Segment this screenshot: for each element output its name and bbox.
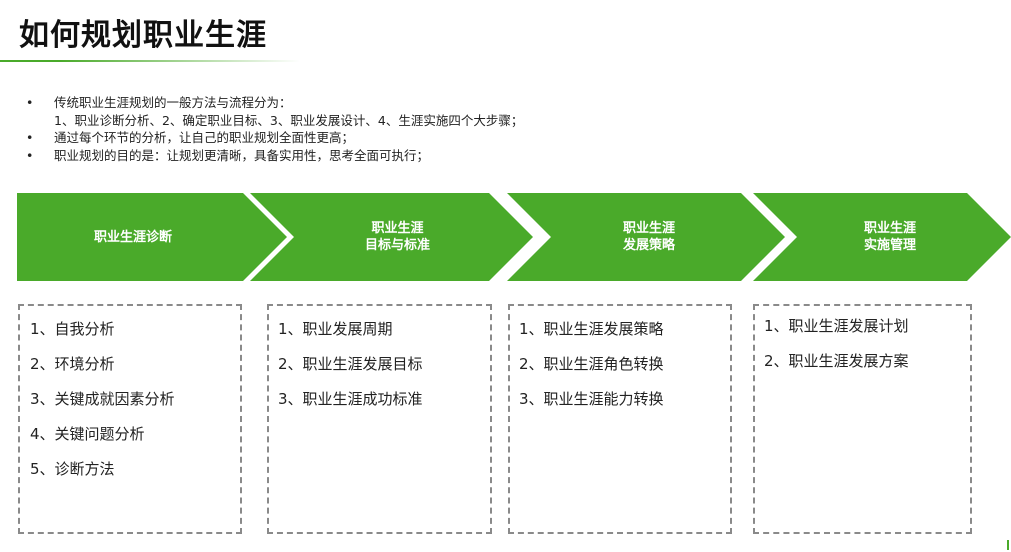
step-label: 职业生涯 bbox=[371, 221, 424, 236]
list-item: 3、关键成就因素分析 bbox=[30, 390, 175, 408]
list-item: 2、职业生涯发展目标 bbox=[278, 355, 423, 373]
list-item: 3、职业生涯成功标准 bbox=[278, 390, 423, 408]
bullet-dot-icon: • bbox=[26, 130, 34, 145]
bullet-text-line: 职业规划的目的是：让规划更清晰，具备实用性，思考全面可执行； bbox=[54, 147, 430, 163]
chevron-arrow-icon bbox=[17, 193, 287, 281]
list-item: 5、诊断方法 bbox=[30, 460, 115, 478]
step-label: 发展策略 bbox=[622, 238, 675, 253]
list-item: 2、职业生涯角色转换 bbox=[519, 355, 664, 373]
step-detail-box-diagnosis: 1、自我分析 2、环境分析 3、关键成就因素分析 4、关键问题分析 5、诊断方法 bbox=[18, 304, 242, 534]
step-detail-box-strategy: 1、职业生涯发展策略 2、职业生涯角色转换 3、职业生涯能力转换 bbox=[508, 304, 732, 534]
step-label: 目标与标准 bbox=[364, 238, 430, 253]
list-item: 1、职业生涯发展策略 bbox=[519, 320, 664, 338]
list-item: 4、关键问题分析 bbox=[30, 425, 145, 443]
list-item: 2、环境分析 bbox=[30, 355, 115, 373]
list-item: 3、职业生涯能力转换 bbox=[519, 390, 664, 408]
list-item: 1、职业发展周期 bbox=[278, 320, 393, 338]
step-label: 职业生涯诊断 bbox=[93, 229, 172, 245]
list-item: 2、职业生涯发展方案 bbox=[764, 352, 909, 370]
bullet-item: • 传统职业生涯规划的一般方法与流程分为： 1、职业诊断分析、2、确定职业目标、… bbox=[24, 94, 523, 129]
title-underline bbox=[0, 60, 300, 62]
chevron-arrow-icon bbox=[250, 193, 533, 281]
step-detail-box-implementation: 1、职业生涯发展计划 2、职业生涯发展方案 bbox=[753, 304, 972, 534]
bullet-text-line: 传统职业生涯规划的一般方法与流程分为： bbox=[54, 95, 292, 110]
bullet-dot-icon: • bbox=[26, 95, 34, 110]
step-arrow-diagnosis: 职业生涯诊断 bbox=[17, 193, 287, 281]
chevron-arrow-icon bbox=[753, 193, 1011, 281]
bullet-text-line: 通过每个环节的分析，让自己的职业规划全面性更高； bbox=[54, 130, 355, 145]
step-label: 实施管理 bbox=[863, 238, 916, 253]
step-arrow-strategy: 职业生涯 发展策略 bbox=[507, 193, 785, 281]
bullet-dot-icon: • bbox=[26, 147, 34, 163]
page-title: 如何规划职业生涯 bbox=[19, 18, 267, 53]
bullet-item: • 职业规划的目的是：让规划更清晰，具备实用性，思考全面可执行； bbox=[24, 147, 523, 165]
list-item: 1、职业生涯发展计划 bbox=[764, 317, 909, 335]
chevron-arrow-icon bbox=[507, 193, 785, 281]
step-label: 职业生涯 bbox=[622, 221, 675, 236]
intro-bullet-list: • 传统职业生涯规划的一般方法与流程分为： 1、职业诊断分析、2、确定职业目标、… bbox=[24, 94, 523, 164]
edge-accent-mark bbox=[1007, 540, 1009, 550]
step-arrow-goals: 职业生涯 目标与标准 bbox=[250, 193, 533, 281]
list-item: 1、自我分析 bbox=[30, 320, 115, 338]
step-detail-box-goals: 1、职业发展周期 2、职业生涯发展目标 3、职业生涯成功标准 bbox=[267, 304, 492, 534]
bullet-item: • 通过每个环节的分析，让自己的职业规划全面性更高； bbox=[24, 129, 523, 147]
step-label: 职业生涯 bbox=[863, 221, 916, 236]
step-arrow-implementation: 职业生涯 实施管理 bbox=[753, 193, 1011, 281]
bullet-text-line: 1、职业诊断分析、2、确定职业目标、3、职业发展设计、4、生涯实施四个大步骤； bbox=[54, 112, 524, 128]
